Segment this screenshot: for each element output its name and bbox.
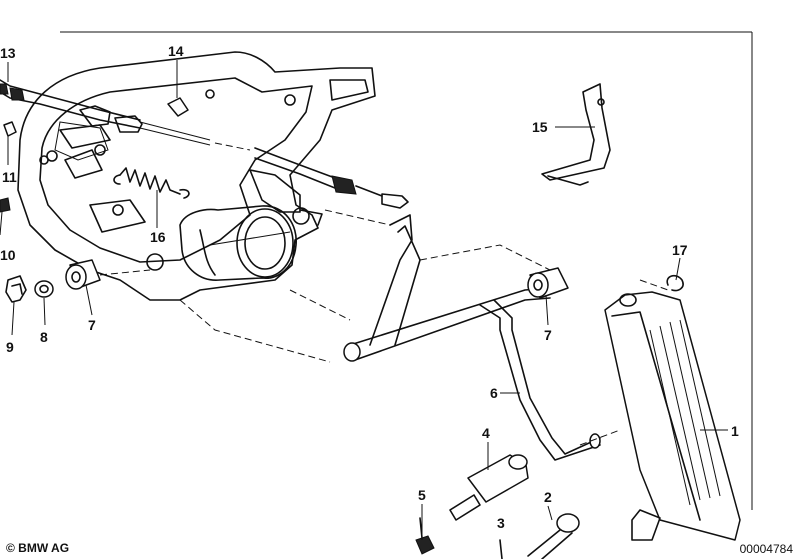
washer xyxy=(34,280,54,298)
accelerator-pedal xyxy=(604,291,741,541)
document-number: 00004784 xyxy=(739,542,793,556)
ref-line-4 xyxy=(289,289,351,321)
leader-17 xyxy=(675,257,681,281)
throttle-cable xyxy=(0,79,409,209)
leader-7-left xyxy=(85,284,93,316)
retaining-clip xyxy=(5,275,27,303)
callout-1: 1 xyxy=(731,423,739,439)
callout-8: 8 xyxy=(40,329,48,345)
throttle-lever xyxy=(343,214,601,461)
lock-nut xyxy=(415,517,435,555)
ref-line-2 xyxy=(419,244,561,276)
ref-line-3 xyxy=(179,299,331,363)
nut-11 xyxy=(3,121,17,137)
bushing-right xyxy=(527,267,569,299)
callout-6: 6 xyxy=(490,385,498,401)
callout-13: 13 xyxy=(0,45,16,61)
nut-10 xyxy=(0,197,11,213)
callout-11: 11 xyxy=(2,169,17,185)
return-spring xyxy=(113,167,190,199)
bushing-left xyxy=(65,259,101,290)
cable-clip xyxy=(167,97,189,117)
copyright-label: © BMW AG xyxy=(6,541,70,555)
callout-10: 10 xyxy=(0,247,16,263)
callout-17: 17 xyxy=(672,242,688,258)
callout-7-right: 7 xyxy=(544,327,552,343)
leader-2 xyxy=(547,505,553,521)
pedal-bracket xyxy=(17,51,376,301)
adjusting-screw xyxy=(499,513,580,559)
ref-line-6 xyxy=(579,429,621,446)
callout-15: 15 xyxy=(532,119,548,135)
leader-7-right xyxy=(545,294,549,326)
callout-16: 16 xyxy=(150,229,166,245)
callout-14: 14 xyxy=(168,43,184,59)
pivot-housing xyxy=(179,205,297,281)
leader-10 xyxy=(0,211,3,236)
callout-7-left: 7 xyxy=(88,317,96,333)
ref-line-1 xyxy=(324,209,391,226)
callout-2: 2 xyxy=(544,489,552,505)
bracket-15 xyxy=(541,83,611,186)
callout-5: 5 xyxy=(418,487,426,503)
callout-3: 3 xyxy=(497,515,505,531)
circlip xyxy=(666,274,684,292)
ref-line-7 xyxy=(639,279,669,291)
ref-line-5 xyxy=(99,269,151,276)
leader-8 xyxy=(43,297,46,326)
stop-pin xyxy=(449,454,529,521)
leader-9 xyxy=(11,301,15,336)
callout-4: 4 xyxy=(482,425,490,441)
callout-9: 9 xyxy=(6,339,14,355)
